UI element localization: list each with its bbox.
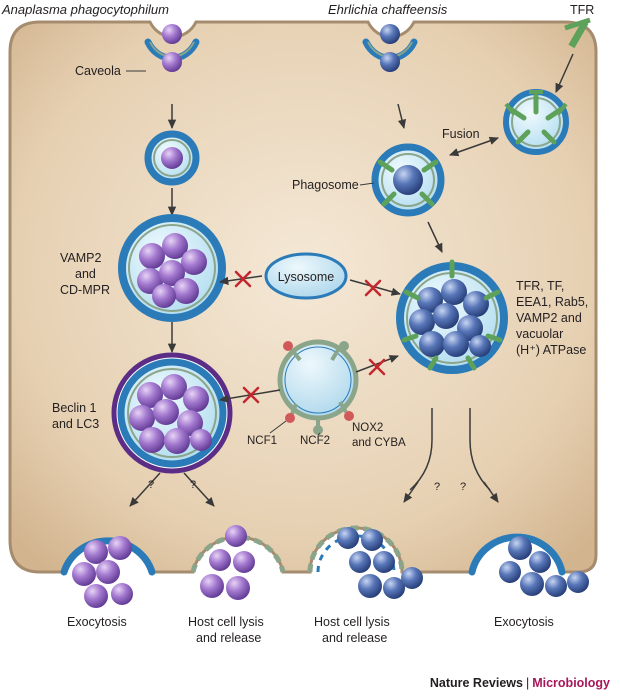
markers-label-line1: TFR, TF,	[516, 279, 564, 293]
ehrlichia-entry	[362, 24, 418, 72]
anaplasma-cluster	[137, 233, 207, 308]
tfr-label: TFR	[570, 3, 594, 17]
lysosome-label: Lysosome	[278, 270, 335, 284]
phagosome	[371, 143, 445, 217]
question-mark-left-lysis: ?	[190, 479, 196, 491]
beclin-label-line1: Beclin 1	[52, 401, 97, 415]
vamp2-label-line2: and	[75, 267, 96, 281]
outcome-left-lysis-line2: and release	[196, 631, 261, 645]
outcome-right-lysis-line2: and release	[322, 631, 387, 645]
outcome-right-exocytosis: Exocytosis	[494, 615, 554, 629]
outcome-right-lysis-line1: Host cell lysis	[314, 615, 390, 629]
autophagosome-vacuole	[111, 352, 233, 474]
vamp2-label-line1: VAMP2	[60, 251, 101, 265]
nox2-label-line2: and CYBA	[352, 437, 406, 449]
ncf1-label: NCF1	[247, 435, 277, 447]
organism-label-anaplasma: Anaplasma phagocytophilum	[1, 2, 169, 17]
block-x-lysosome-left	[234, 270, 252, 288]
nox2-label-line1: NOX2	[352, 422, 383, 434]
beclin-label-line2: and LC3	[52, 417, 99, 431]
question-mark-right-exo: ?	[460, 481, 466, 493]
question-mark-left-exo: ?	[148, 479, 154, 491]
ehrlichia-bacterium	[380, 24, 400, 44]
ehrlichia-bacterium	[393, 165, 423, 195]
exocytosis-anaplasma	[60, 536, 156, 608]
anaplasma-bacterium	[162, 24, 182, 44]
journal-separator: |	[525, 676, 530, 690]
ehrlichia-cluster	[409, 279, 491, 357]
outcome-left-lysis-line1: Host cell lysis	[188, 615, 264, 629]
ehrlichia-inclusion	[396, 259, 508, 374]
inclusion-receptors	[401, 259, 503, 371]
markers-label-line5: (H⁺) ATPase	[516, 343, 586, 357]
nox2-subunits	[283, 341, 354, 435]
early-vacuole-anaplasma	[144, 130, 200, 186]
block-x-nox2-left	[242, 386, 260, 404]
markers-label-line3: VAMP2 and	[516, 311, 582, 325]
lysis-ehrlichia	[307, 525, 423, 599]
tfr-endosome	[503, 89, 569, 155]
journal-name: Nature Reviews	[429, 676, 523, 690]
caveola-label: Caveola	[75, 64, 121, 78]
markers-label-line2: EEA1, Rab5,	[516, 295, 588, 309]
outcome-left-exocytosis: Exocytosis	[67, 615, 127, 629]
tfr-receptor	[564, 17, 591, 49]
ehrlichia-bacterium	[380, 52, 400, 72]
organism-label-ehrlichia: Ehrlichia chaffeensis	[328, 2, 448, 17]
exocytosis-ehrlichia	[468, 533, 589, 597]
phagosome-label: Phagosome	[292, 178, 359, 192]
markers-label-line4: vacuolar	[516, 327, 563, 341]
ncf2-label: NCF2	[300, 435, 330, 447]
anaplasma-cluster	[129, 374, 212, 454]
caveola-entry: Caveola	[75, 24, 200, 78]
question-mark-right-lysis: ?	[434, 481, 440, 493]
fusion-label: Fusion	[442, 127, 480, 141]
vamp2-vacuole	[118, 214, 226, 322]
phagosome-receptors	[377, 159, 439, 207]
anaplasma-bacterium	[161, 147, 183, 169]
lysosome: Lysosome	[264, 252, 348, 300]
block-x-nox2-right	[368, 358, 386, 376]
journal-credit: Nature Reviews|Microbiology	[430, 676, 610, 690]
nox2-vesicle	[277, 339, 359, 435]
anaplasma-bacterium	[162, 52, 182, 72]
block-x-lysosome-right	[364, 279, 382, 297]
lysis-anaplasma	[190, 525, 286, 600]
vamp2-label-line3: CD-MPR	[60, 283, 110, 297]
journal-section: Microbiology	[532, 676, 610, 690]
